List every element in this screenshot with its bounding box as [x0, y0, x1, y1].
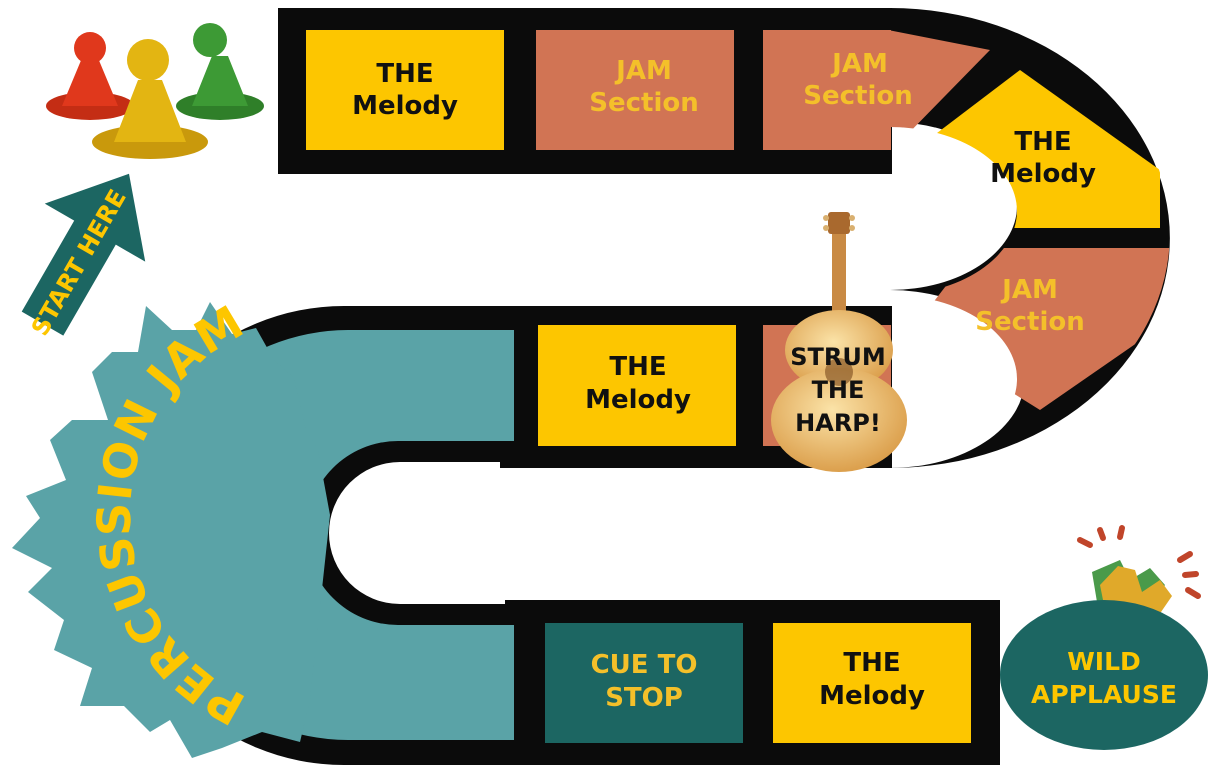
starburst-icon	[12, 302, 330, 758]
space-line3: HARP!	[795, 409, 881, 437]
space-harp[interactable]: STRUM THE HARP!	[763, 212, 995, 472]
finish-line2: APPLAUSE	[1031, 680, 1177, 709]
space-line2: Melody	[990, 159, 1096, 189]
space-line2: Section	[803, 81, 912, 111]
space-bottom-2[interactable]: THE Melody	[773, 623, 971, 743]
space-line1: THE	[609, 352, 666, 382]
space-line2: STOP	[605, 683, 683, 713]
space-line2: Melody	[819, 681, 925, 711]
space-line1: JAM	[1000, 275, 1058, 305]
space-line1: THE	[376, 59, 433, 89]
space-line1: STRUM	[790, 343, 886, 371]
space-line1: CUE TO	[591, 650, 698, 680]
space-mid-1[interactable]: THE Melody	[538, 325, 736, 446]
space-curve-2[interactable]: JAM Section	[912, 248, 1170, 410]
finish-line1: WILD	[1067, 647, 1141, 676]
space-line1: THE	[1014, 127, 1071, 157]
space-top-1[interactable]: THE Melody	[306, 30, 504, 150]
ukulele-icon	[771, 212, 907, 472]
space-line2: THE	[812, 376, 865, 404]
space-line2: Section	[975, 307, 1084, 337]
wild-applause-finish[interactable]: WILD APPLAUSE	[1000, 525, 1208, 750]
space-line1: JAM	[614, 56, 672, 86]
space-line1: JAM	[830, 49, 888, 79]
space-top-3[interactable]: JAM Section	[763, 30, 990, 150]
space-line2: Melody	[585, 385, 691, 415]
space-line2: Melody	[352, 91, 458, 121]
percussion-jam-area: PERCUSSION JAM	[12, 294, 514, 758]
arrow-icon	[21, 173, 146, 336]
space-top-2[interactable]: JAM Section	[536, 30, 734, 150]
game-pawns-icon	[46, 23, 264, 159]
space-cue-to-stop[interactable]: CUE TO STOP	[545, 623, 743, 743]
space-line2: Section	[589, 88, 698, 118]
space-line1: THE	[843, 648, 900, 678]
